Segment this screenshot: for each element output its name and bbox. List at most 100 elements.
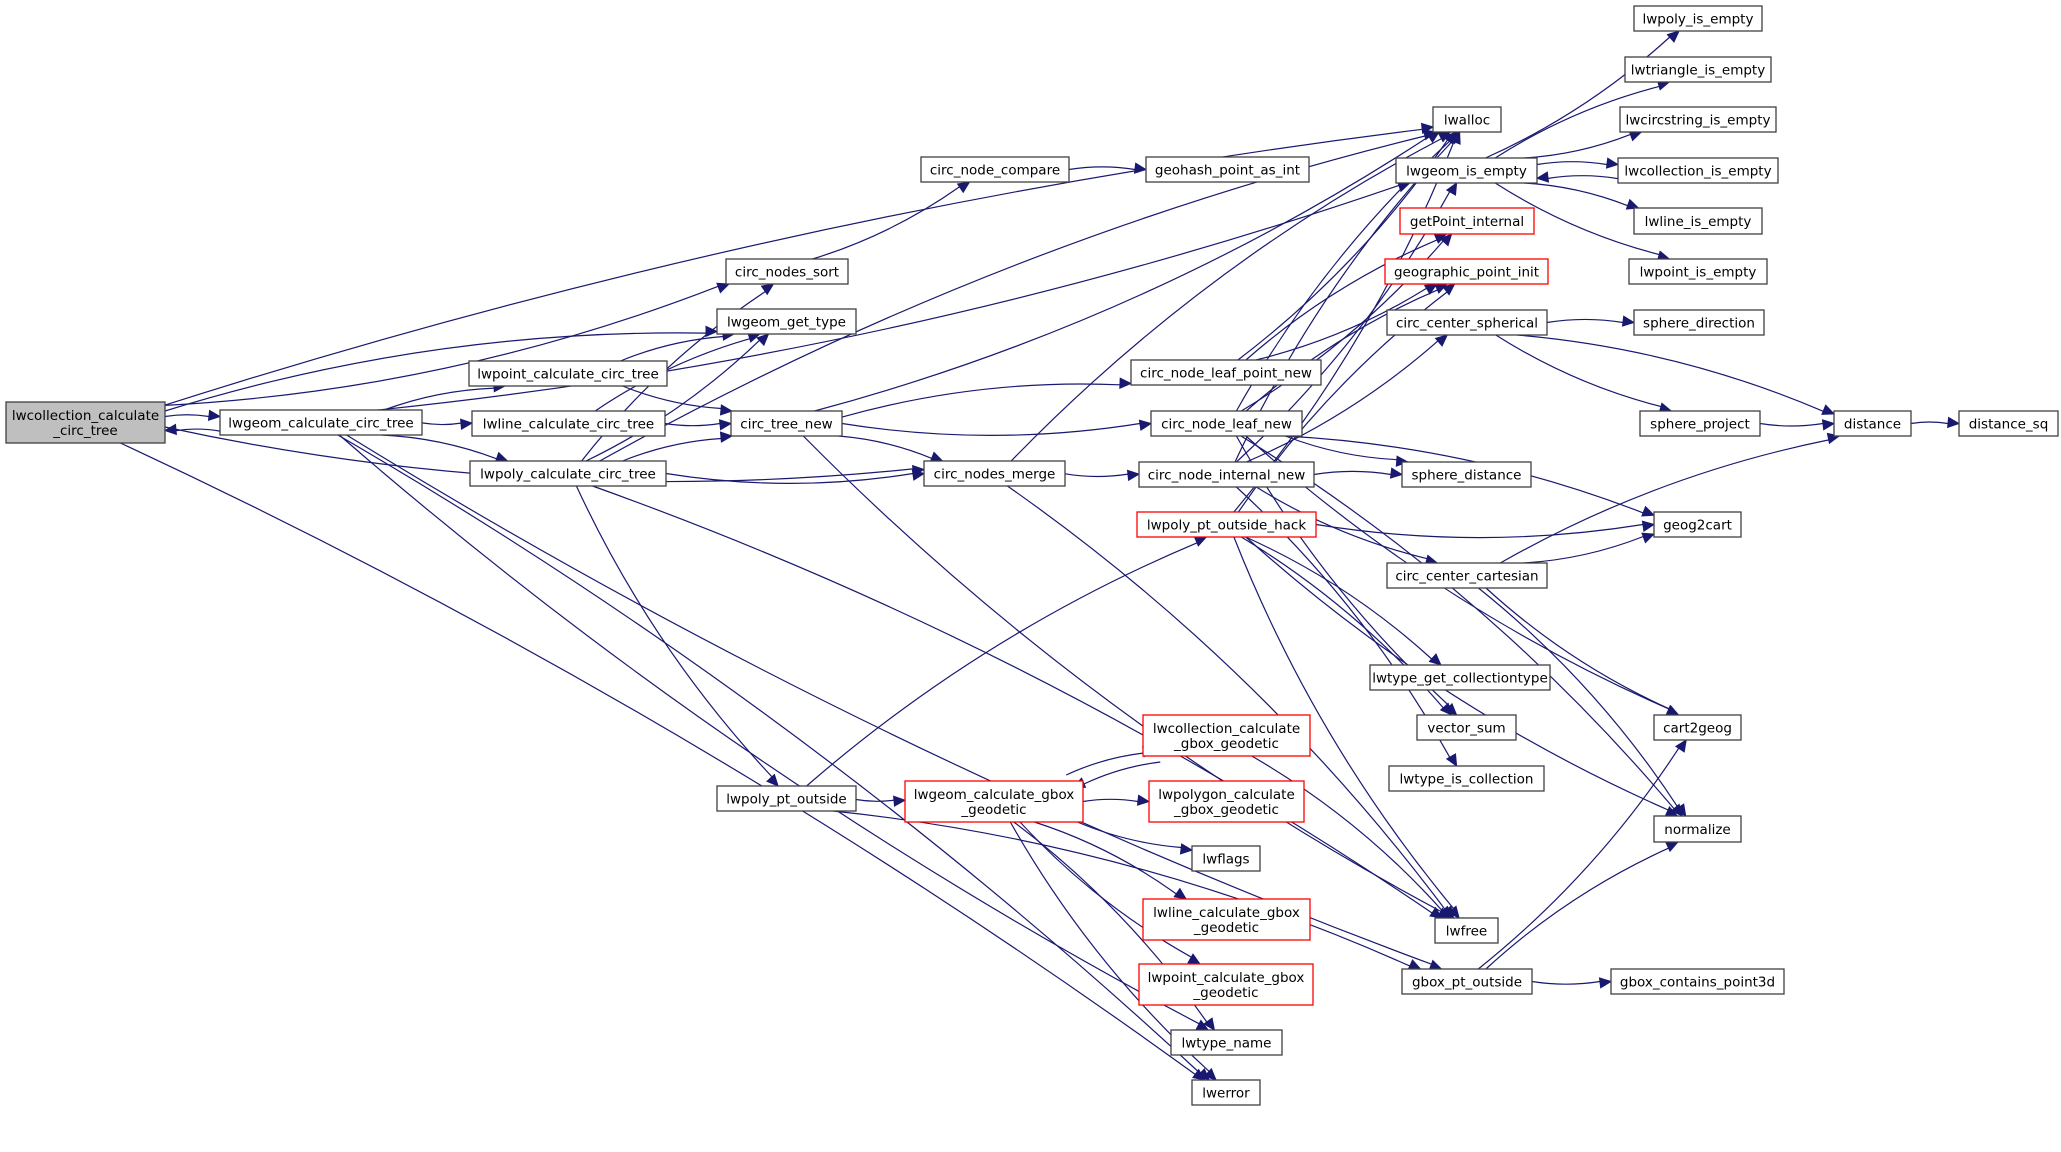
node-label: geohash_point_as_int <box>1155 163 1300 179</box>
node-lwcollection-is-empty[interactable]: lwcollection_is_empty <box>1617 157 1779 184</box>
edge-circ_node_compare-to-geohash_point_as_int <box>1068 166 1136 171</box>
node-label: _geodetic <box>960 802 1026 818</box>
node-gbox-pt-outside[interactable]: gbox_pt_outside <box>1401 968 1533 995</box>
arrowhead-icon <box>1821 419 1836 431</box>
node-cart2geog[interactable]: cart2geog <box>1653 714 1742 741</box>
node-box <box>904 780 1084 823</box>
node-lwcircstring-is-empty[interactable]: lwcircstring_is_empty <box>1619 106 1777 133</box>
arrowhead-icon <box>1136 794 1151 806</box>
node-vector-sum[interactable]: vector_sum <box>1416 714 1517 741</box>
node-box <box>1633 309 1765 336</box>
node-circ-nodes-sort[interactable]: circ_nodes_sort <box>725 258 849 285</box>
edge-circ_center_cartesian-to-cart2geog <box>1485 587 1670 710</box>
node-circ-node-leaf-new[interactable]: circ_node_leaf_new <box>1150 410 1303 437</box>
node-lwline-calculate-gbox-geodetic[interactable]: lwline_calculate_gbox_geodetic <box>1142 898 1311 941</box>
node-lwgeom-calculate-circ-tree[interactable]: lwgeom_calculate_circ_tree <box>219 409 423 436</box>
node-lwalloc[interactable]: lwalloc <box>1432 106 1502 133</box>
edge-lwpoly_calculate_circ_tree-to-circ_nodes_merge <box>665 472 914 484</box>
edge-circ_nodes_sort-to-circ_node_compare <box>812 186 960 260</box>
node-label: gbox_contains_point3d <box>1620 975 1775 991</box>
node-sphere-project[interactable]: sphere_project <box>1639 410 1761 437</box>
node-gbox-contains-point3d[interactable]: gbox_contains_point3d <box>1610 968 1785 995</box>
node-label: getPoint_internal <box>1410 214 1524 230</box>
node-lwpolygon-calculate-gbox-geodetic[interactable]: lwpolygon_calculate_gbox_geodetic <box>1148 780 1305 823</box>
node-lwpoint-is-empty[interactable]: lwpoint_is_empty <box>1628 258 1768 285</box>
node-lwtriangle-is-empty[interactable]: lwtriangle_is_empty <box>1624 56 1772 83</box>
node-geographic-point-init[interactable]: geographic_point_init <box>1384 258 1549 285</box>
arrowhead-icon <box>719 431 734 443</box>
node-lwgeom-calculate-gbox-geodetic[interactable]: lwgeom_calculate_gbox_geodetic <box>904 780 1084 823</box>
node-lwpoly-calculate-circ-tree[interactable]: lwpoly_calculate_circ_tree <box>469 460 667 487</box>
node-distance-sq[interactable]: distance_sq <box>1958 410 2059 437</box>
edge-lwgeom_calculate_circ_tree-to-lwpoly_calculate_circ_tree <box>381 434 497 460</box>
node-lwgeom-get-type[interactable]: lwgeom_get_type <box>716 308 857 335</box>
node-box <box>1142 898 1311 941</box>
node-lwpoint-calculate-circ-tree[interactable]: lwpoint_calculate_circ_tree <box>468 360 668 387</box>
edge-lwpoly_calculate_circ_tree-to-circ_tree_new <box>622 437 722 462</box>
node-label: _gbox_geodetic <box>1173 802 1279 818</box>
node-label: lwfree <box>1446 924 1487 940</box>
node-lwline-calculate-circ-tree[interactable]: lwline_calculate_circ_tree <box>471 410 666 437</box>
node-circ-center-cartesian[interactable]: circ_center_cartesian <box>1386 562 1548 589</box>
edge-circ_node_leaf_new-to-sphere_distance <box>1285 435 1397 461</box>
node-label: distance_sq <box>1969 417 2049 433</box>
edge-lwpoly_calculate_circ_tree-to-lwpoly_pt_outside <box>575 485 773 778</box>
node-box <box>725 258 849 285</box>
edge-lwgeom_is_empty-to-lwtriangle_is_empty <box>1494 85 1660 159</box>
node-circ-node-leaf-point-new[interactable]: circ_node_leaf_point_new <box>1130 359 1322 386</box>
edge-circ_node_leaf_point_new-to-geographic_point_init <box>1255 287 1427 361</box>
node-box <box>469 460 667 487</box>
node-box <box>1388 765 1545 792</box>
edges-layer <box>120 30 1961 1081</box>
node-lwtype-name[interactable]: lwtype_name <box>1170 1029 1283 1056</box>
node-lwpoly-is-empty[interactable]: lwpoly_is_empty <box>1633 5 1763 32</box>
edge-circ_tree_new-to-circ_node_leaf_new <box>841 422 1141 436</box>
node-label: lwcollection_calculate <box>12 408 159 424</box>
node-lwerror[interactable]: lwerror <box>1191 1079 1261 1106</box>
node-label: distance <box>1844 417 1901 433</box>
edge-gbox_pt_outside-to-gbox_contains_point3d <box>1531 980 1601 985</box>
node-circ-node-internal-new[interactable]: circ_node_internal_new <box>1138 461 1315 488</box>
node-lwcollection-calculate-circ-tree[interactable]: lwcollection_calculate_circ_tree <box>5 401 166 444</box>
node-geohash-point-as-int[interactable]: geohash_point_as_int <box>1145 156 1310 183</box>
node-geog2cart[interactable]: geog2cart <box>1653 511 1742 538</box>
node-lwpoly-pt-outside[interactable]: lwpoly_pt_outside <box>716 785 857 812</box>
node-distance[interactable]: distance <box>1833 410 1912 437</box>
node-lwcollection-calculate-gbox-geodetic[interactable]: lwcollection_calculate_gbox_geodetic <box>1142 714 1311 757</box>
node-lwfree[interactable]: lwfree <box>1434 917 1499 944</box>
edge-lwcollection_calculate_circ_tree-to-circ_nodes_sort <box>164 285 719 406</box>
node-circ-node-compare[interactable]: circ_node_compare <box>920 156 1070 183</box>
node-circ-tree-new[interactable]: circ_tree_new <box>730 410 843 437</box>
node-circ-center-spherical[interactable]: circ_center_spherical <box>1386 309 1548 336</box>
node-lwtype-get-collectiontype[interactable]: lwtype_get_collectiontype <box>1369 664 1551 691</box>
node-box <box>1150 410 1303 437</box>
node-box <box>471 410 666 437</box>
arrowhead-icon <box>893 795 907 807</box>
node-sphere-distance[interactable]: sphere_distance <box>1401 461 1532 488</box>
node-lwpoint-calculate-gbox-geodetic[interactable]: lwpoint_calculate_gbox_geodetic <box>1138 963 1314 1006</box>
node-label: lwtype_is_collection <box>1399 772 1533 788</box>
arrowhead-icon <box>1445 753 1458 768</box>
node-label: lwalloc <box>1444 113 1490 129</box>
node-lwline-is-empty[interactable]: lwline_is_empty <box>1633 207 1763 235</box>
node-getPoint-internal[interactable]: getPoint_internal <box>1399 207 1535 235</box>
edge-lwgeom_calculate_circ_tree-to-lwgeom_is_empty <box>377 184 1400 411</box>
node-label: lwcollection_is_empty <box>1624 164 1771 180</box>
node-lwflags[interactable]: lwflags <box>1191 845 1261 872</box>
node-box <box>1416 714 1517 741</box>
node-circ-nodes-merge[interactable]: circ_nodes_merge <box>923 460 1066 487</box>
arrowhead-icon <box>1203 1067 1217 1081</box>
node-lwgeom-is-empty[interactable]: lwgeom_is_empty <box>1395 157 1538 184</box>
node-box <box>1624 56 1772 83</box>
node-lwpoly-pt-outside-hack[interactable]: lwpoly_pt_outside_hack <box>1136 511 1317 538</box>
node-label: lwpoint_calculate_circ_tree <box>477 367 659 383</box>
edge-circ_center_spherical-to-sphere_direction <box>1546 318 1624 324</box>
node-normalize[interactable]: normalize <box>1653 815 1742 843</box>
node-label: _geodetic <box>1193 920 1259 936</box>
arrowhead-icon <box>705 325 719 338</box>
node-lwtype-is-collection[interactable]: lwtype_is_collection <box>1388 765 1545 792</box>
node-sphere-direction[interactable]: sphere_direction <box>1633 309 1765 336</box>
node-box <box>1434 917 1499 944</box>
edge-lwpoly_pt_outside-to-gbox_pt_outside <box>832 810 1411 967</box>
